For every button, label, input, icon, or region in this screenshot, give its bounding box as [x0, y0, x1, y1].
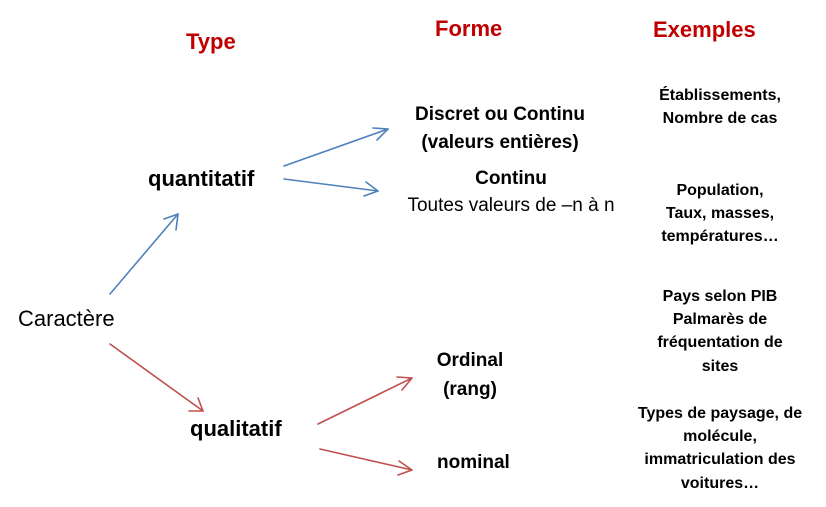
exemple-line: Établissements, [659, 87, 781, 104]
arrow-quantitatif-to-continu [283, 178, 379, 192]
arrow-quantitatif-to-discret [283, 128, 389, 167]
arrowhead-qualitatif [188, 397, 204, 412]
exemples-nominal: Types de paysage, de molécule, immatricu… [622, 402, 818, 495]
forme-nominal: nominal [437, 452, 510, 473]
exemples-discret: Établissements, Nombre de cas [640, 84, 800, 130]
header-type: Type [186, 29, 236, 54]
arrow-qualitatif-to-ordinal [317, 377, 413, 425]
forme-ordinal-line2: (rang) [443, 378, 497, 400]
forme-continu-line1: Continu [475, 168, 547, 189]
exemple-line: Taux, masses, [665, 205, 775, 223]
forme-ordinal-line1: Ordinal [436, 350, 504, 371]
exemple-line: Pays selon PIB [662, 288, 778, 305]
arrowhead-nominal [397, 460, 413, 476]
arrow-caractere-to-quantitatif [109, 213, 179, 295]
exemple-line: Nombre de cas [662, 110, 778, 128]
exemple-line: voitures… [680, 474, 760, 492]
node-quantitatif: quantitatif [148, 166, 255, 191]
exemple-line: immatriculation des [644, 451, 796, 469]
exemple-line: fréquentation de [657, 334, 783, 352]
exemple-line: Palmarès de [672, 311, 768, 329]
forme-discret-line2: (valeurs entières) [421, 131, 579, 153]
node-caractere: Caractère [18, 306, 115, 331]
arrowhead-quantitatif [163, 213, 179, 231]
forme-discret-line1: Discret ou Continu [415, 104, 585, 125]
exemple-line: Population, [676, 182, 764, 199]
header-forme: Forme [435, 16, 503, 41]
arrowhead-discret [372, 127, 389, 141]
arrow-qualitatif-to-nominal [319, 448, 413, 471]
forme-continu-line2: Toutes valeurs de –n à n [407, 194, 615, 216]
arrowhead-ordinal [396, 376, 413, 391]
header-exemples: Exemples [653, 17, 756, 42]
node-qualitatif: qualitatif [190, 416, 282, 441]
exemple-line: Types de paysage, de [637, 405, 803, 422]
exemples-continu: Population, Taux, masses, températures… [640, 179, 800, 249]
forme-continu: Continu Toutes valeurs de –n à n [381, 168, 641, 218]
arrowhead-continu [363, 181, 379, 197]
exemple-line: molécule, [683, 428, 757, 446]
forme-ordinal: Ordinal (rang) [420, 350, 520, 402]
exemple-line: températures… [661, 228, 779, 246]
exemple-line: sites [701, 357, 739, 375]
arrow-caractere-to-qualitatif [109, 343, 204, 412]
exemples-ordinal: Pays selon PIB Palmarès de fréquentation… [630, 285, 810, 378]
forme-discret: Discret ou Continu (valeurs entières) [388, 104, 612, 155]
